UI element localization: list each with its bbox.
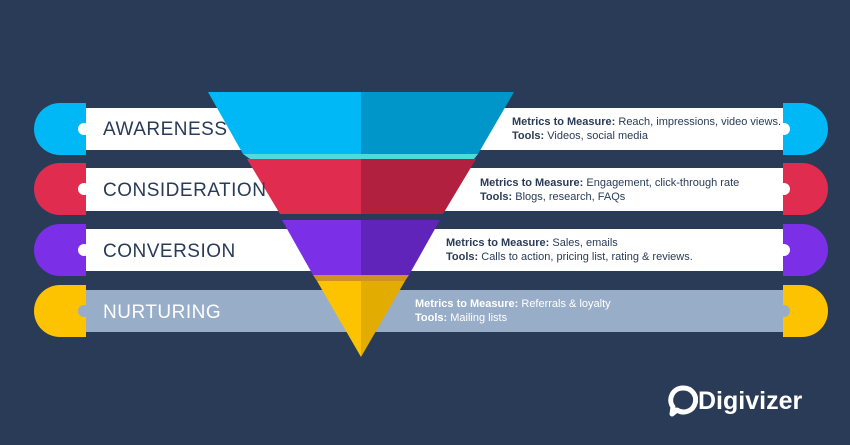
metrics-label: Metrics to Measure: <box>415 298 519 310</box>
stage-label-nurturing: NURTURING <box>103 302 222 323</box>
tools-label: Tools: <box>446 251 479 263</box>
tools-value: Mailing lists <box>450 312 508 324</box>
metrics-label: Metrics to Measure: <box>512 116 616 128</box>
stage-description-consideration: Metrics to Measure: Engagement, click-th… <box>480 176 739 204</box>
tools-value: Calls to action, pricing list, rating & … <box>481 251 693 263</box>
stage-description-conversion: Metrics to Measure: Sales, emails Tools:… <box>446 236 693 264</box>
brand-logo: Digivizer <box>668 385 802 417</box>
funnel-segment-conversion <box>282 220 440 275</box>
band-conversion <box>80 229 786 271</box>
funnel-segment-consideration <box>247 159 476 214</box>
funnel-segment-awareness <box>208 92 514 159</box>
metrics-value: Engagement, click-through rate <box>586 177 740 189</box>
tools-label: Tools: <box>512 130 545 142</box>
stage-description-awareness: Metrics to Measure: Reach, impressions, … <box>512 115 781 143</box>
metrics-label: Metrics to Measure: <box>480 177 584 189</box>
tools-value: Blogs, research, FAQs <box>515 191 626 203</box>
metrics-value: Reach, impressions, video views. <box>618 116 781 128</box>
stage-description-nurturing: Metrics to Measure: Referrals & loyalty … <box>415 297 611 325</box>
stage-label-awareness: AWARENESS <box>103 119 228 140</box>
metrics-value: Referrals & loyalty <box>521 298 611 310</box>
band-nurturing <box>80 290 786 332</box>
metrics-label: Metrics to Measure: <box>446 237 550 249</box>
tools-label: Tools: <box>415 312 448 324</box>
left-caps <box>34 103 90 337</box>
brand-name: Digivizer <box>698 386 803 415</box>
stage-label-conversion: CONVERSION <box>103 241 236 262</box>
right-caps <box>778 103 828 337</box>
tools-value: Videos, social media <box>547 130 648 142</box>
speech-bubble-icon <box>668 385 698 417</box>
funnel-segment-nurturing <box>313 275 409 357</box>
metrics-value: Sales, emails <box>552 237 618 249</box>
tools-label: Tools: <box>480 191 513 203</box>
stage-label-consideration: CONSIDERATION <box>103 180 267 201</box>
